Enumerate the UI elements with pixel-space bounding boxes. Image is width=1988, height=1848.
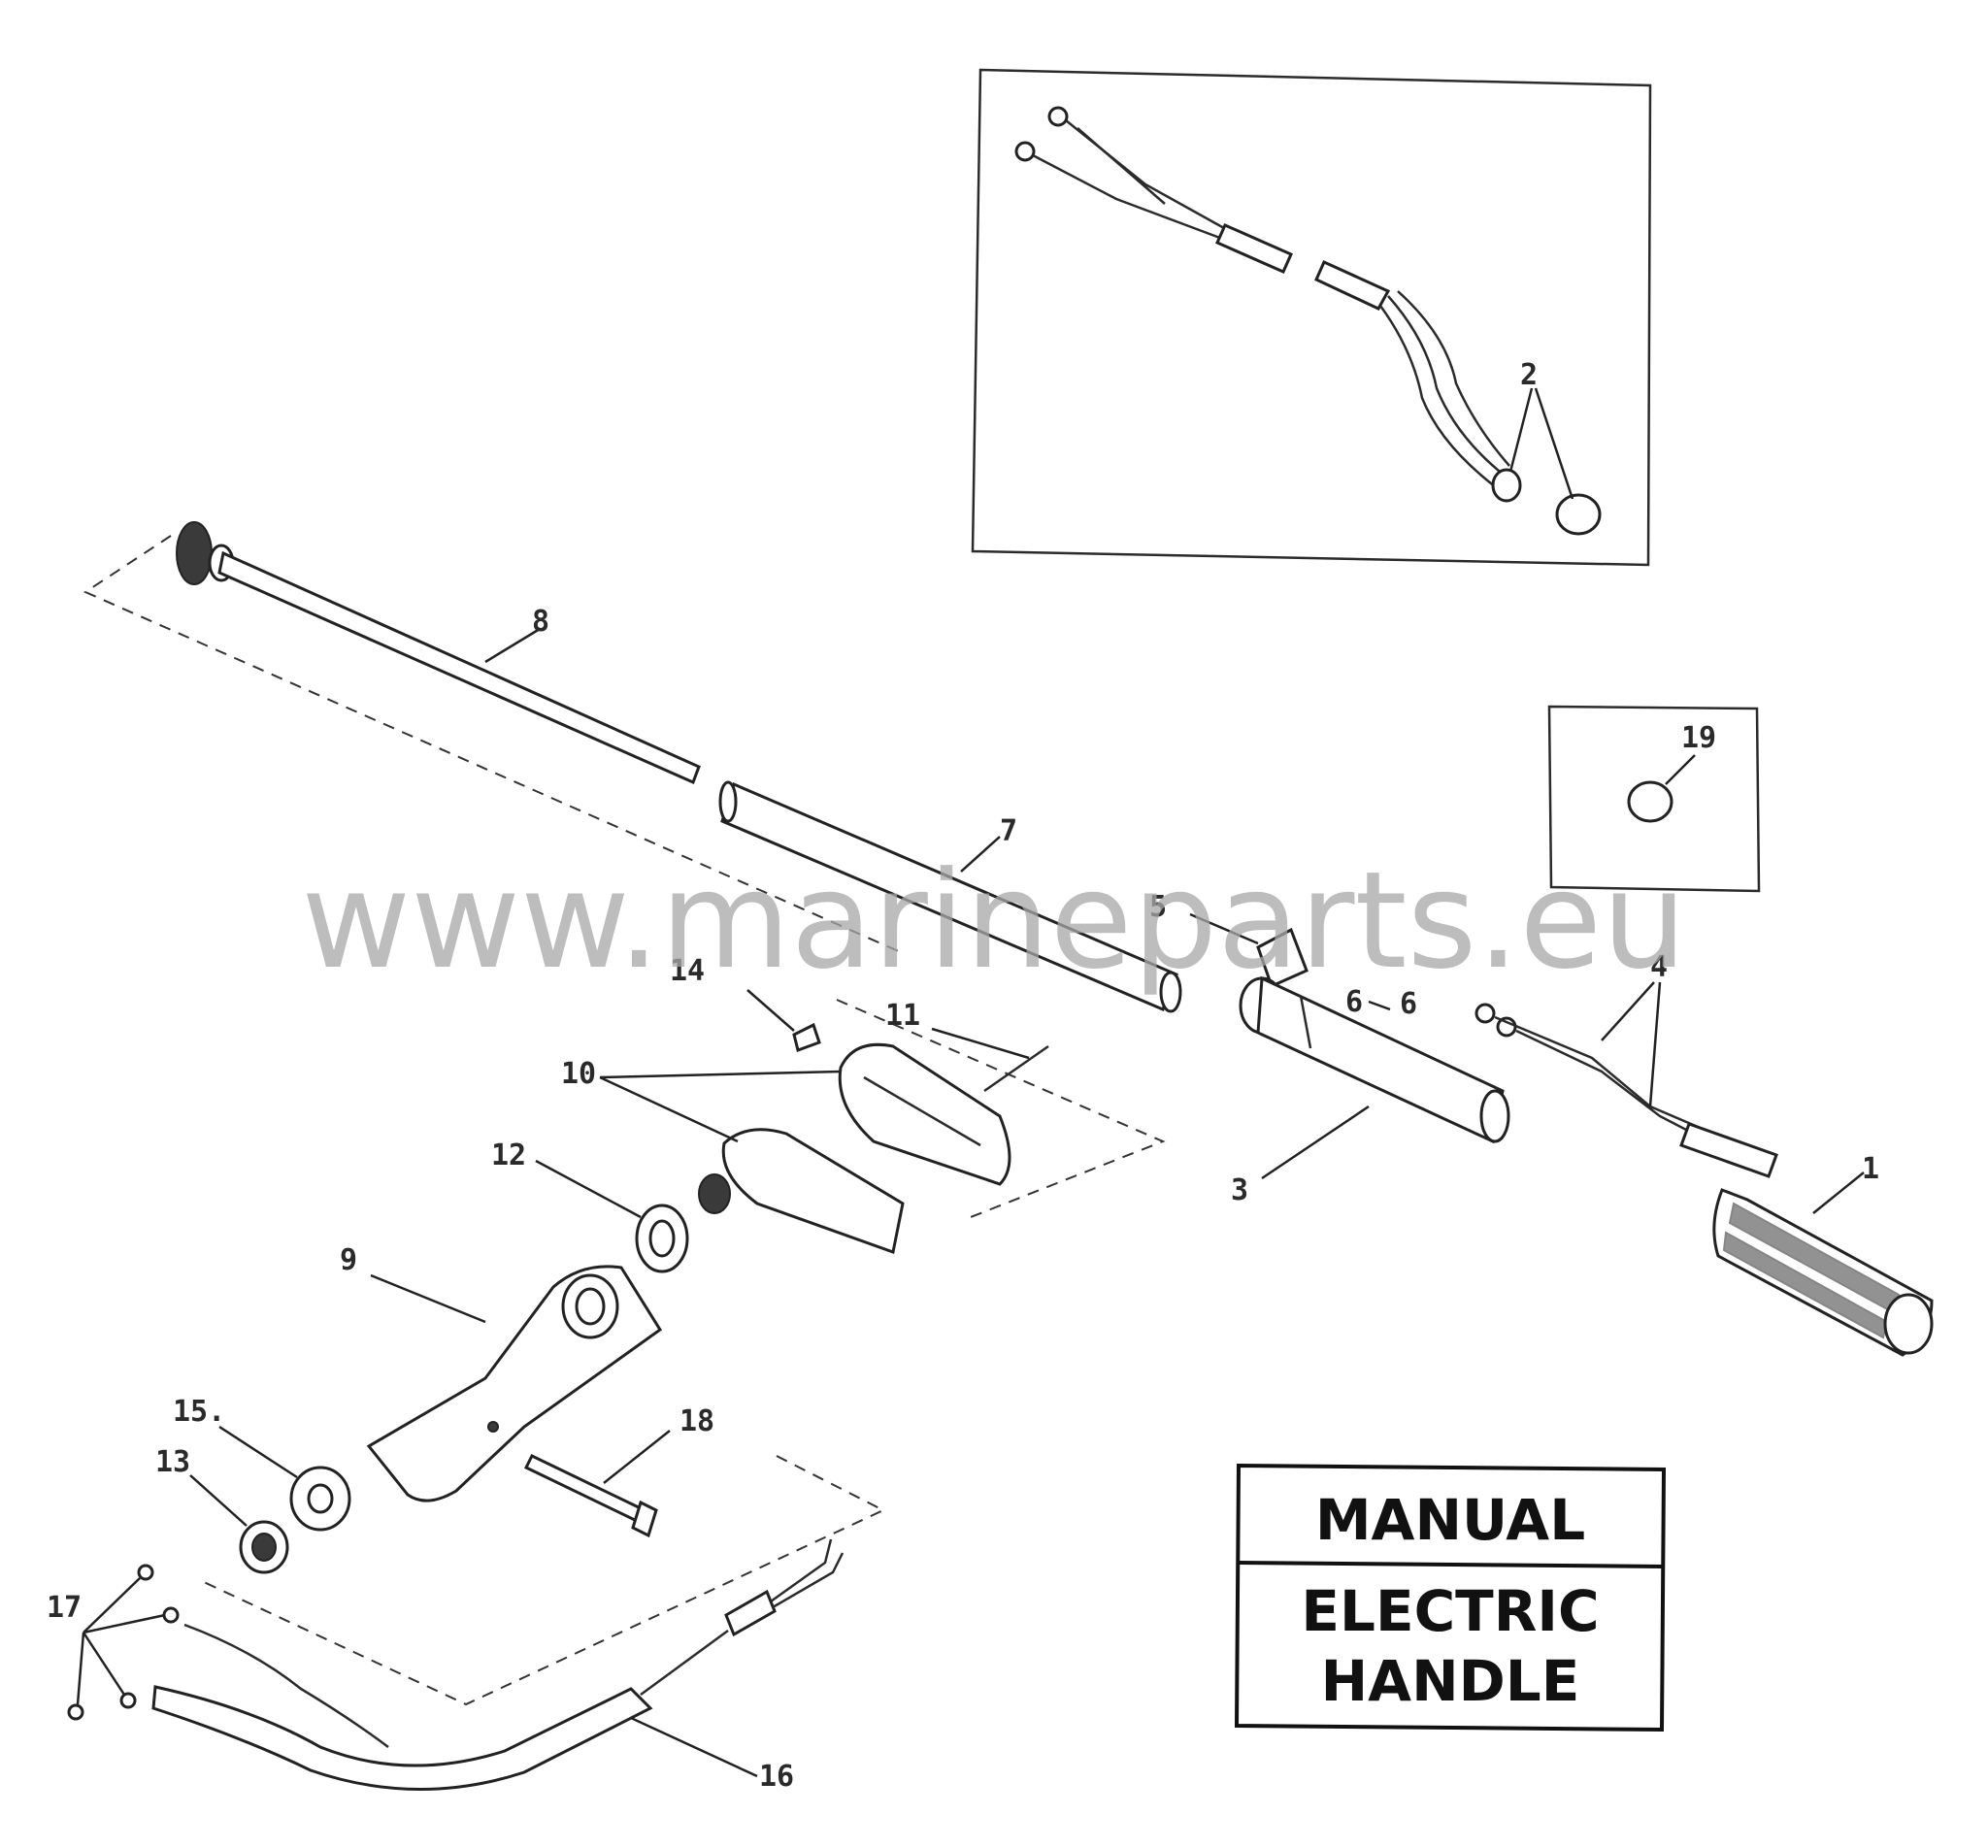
callout-9: 9 (340, 1243, 357, 1277)
part-3-throttle-tube: 3 6 6 (1231, 975, 1510, 1207)
part-1-grip: 1 (1712, 1152, 1934, 1357)
inset-wiring-harness: 2 (971, 68, 1652, 567)
part-13-nut: 13 (155, 1445, 289, 1574)
callout-3: 3 (1231, 1173, 1248, 1207)
callout-12: 12 (491, 1138, 526, 1172)
inset-part-19: 19 (1547, 705, 1761, 893)
callout-2: 2 (1520, 358, 1538, 392)
legend-box: MANUAL ELECTRIC HANDLE (1234, 1463, 1667, 1732)
callout-1: 1 (1862, 1152, 1879, 1186)
part-16-cable-harness: 16 (151, 1538, 845, 1794)
callout-6: 6 (1345, 985, 1363, 1019)
callout-13: 13 (155, 1445, 190, 1479)
callout-5: 5 (1149, 890, 1167, 924)
callout-17: 17 (47, 1591, 82, 1625)
callout-15: 15. (173, 1395, 225, 1429)
callout-18: 18 (679, 1404, 714, 1438)
watermark: www.marineparts.eu (301, 842, 1686, 999)
part-4-switch: 4 (1474, 950, 1778, 1178)
part-18-bolt: 18 (523, 1404, 714, 1538)
callout-14: 14 (670, 954, 705, 988)
callout-19: 19 (1681, 721, 1716, 755)
callout-7: 7 (1000, 814, 1017, 848)
part-10-handle-halves: 10 (561, 1042, 1011, 1254)
part-14-key: 14 (670, 954, 821, 1052)
callout-11: 11 (885, 999, 920, 1033)
part-5-clip: 5 (1149, 890, 1309, 989)
part-11-pin: 11 (885, 999, 1049, 1093)
legend-manual: MANUAL (1315, 1487, 1585, 1553)
part-8-shaft: 8 (176, 521, 701, 785)
callout-16: 16 (759, 1760, 794, 1794)
callout-8: 8 (532, 605, 549, 639)
part-12-washer: 12 (491, 1138, 689, 1273)
callout-6b: 6 (1400, 987, 1417, 1021)
callout-10: 10 (561, 1057, 596, 1091)
part-9-bracket: 9 (340, 1243, 663, 1502)
part-17-fasteners: 17 (47, 1564, 180, 1721)
legend-handle: HANDLE (1321, 1648, 1580, 1714)
part-15-castle-nut: 15. (173, 1395, 351, 1532)
callout-4: 4 (1650, 950, 1668, 984)
legend-electric: ELECTRIC (1301, 1578, 1599, 1644)
part-7-tube: 7 (718, 780, 1182, 1013)
